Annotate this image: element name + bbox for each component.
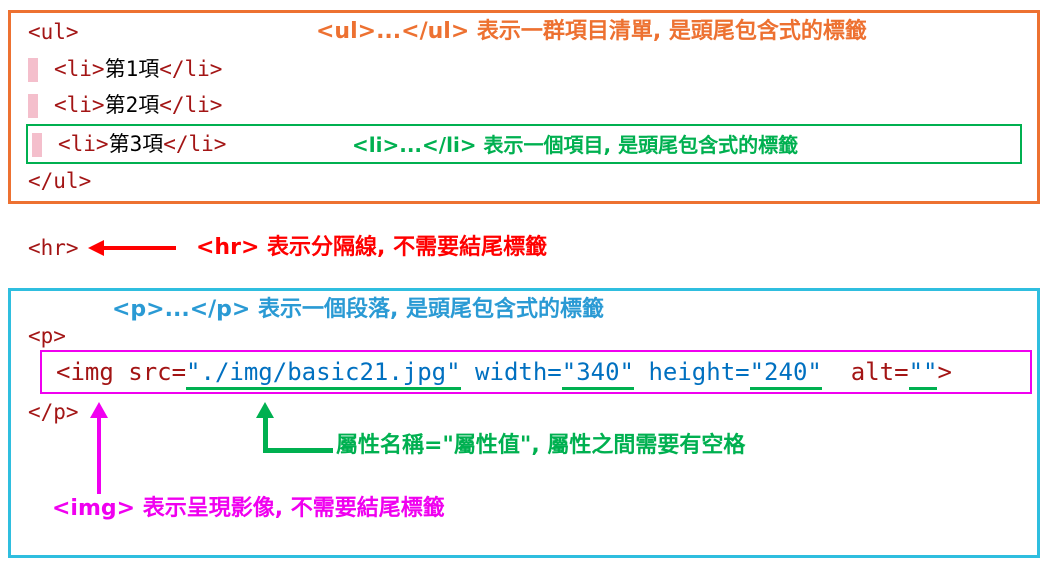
- ul-section-box: [8, 10, 1040, 204]
- p-annotation: <p>...</p> 表示一個段落, 是頭尾包含式的標籤: [112, 296, 604, 324]
- img-pointer-arrow: [90, 402, 108, 494]
- code-token: "": [908, 358, 938, 390]
- ul-annotation: <ul>...</ul> 表示一群項目清單, 是頭尾包含式的標籤: [316, 18, 867, 46]
- code-token: height=: [648, 358, 750, 386]
- code-line-img: <img src="./img/basic21.jpg" width="340"…: [56, 356, 952, 390]
- code-token: [461, 358, 475, 386]
- li-text: 第2項: [104, 93, 160, 117]
- code-token: width=: [475, 358, 562, 386]
- li-close-tag: </li>: [163, 132, 227, 156]
- code-token: [634, 358, 648, 386]
- hr-left-arrow-shaft: [102, 246, 176, 250]
- li-annotation-text: 表示一個項目, 是頭尾包含式的標籤: [476, 133, 799, 157]
- li-annotation-tag: <li>...</li>: [352, 133, 477, 157]
- li-open-tag: <li>: [58, 132, 109, 156]
- img-annotation-text: 表示呈現影像, 不需要結尾標籤: [135, 496, 445, 521]
- hr-annotation: <hr> 表示分隔線, 不需要結尾標籤: [196, 234, 547, 262]
- li-text: 第1項: [104, 57, 160, 81]
- code-line-li-1: <li>第1項</li>: [28, 55, 222, 83]
- li-text: 第3項: [108, 132, 164, 156]
- img-pointer-arrow-head-icon: [90, 402, 108, 418]
- img-highlight-box: [40, 350, 1032, 394]
- attr-pointer-arrow: [256, 402, 336, 453]
- ul-close-tag: </ul>: [28, 169, 92, 193]
- code-token: <img: [56, 358, 129, 386]
- ul-open-tag: <ul>: [28, 20, 79, 44]
- hr-left-arrow: [88, 240, 178, 256]
- indent-highlight: [28, 58, 38, 82]
- p-annotation-tag: <p>...</p>: [112, 297, 251, 322]
- code-line-hr: <hr>: [28, 234, 79, 262]
- img-annotation-tag: <img>: [52, 496, 136, 521]
- indent-highlight: [28, 94, 38, 118]
- code-line-li-3: <li>第3項</li>: [32, 130, 226, 158]
- li-open-tag: <li>: [54, 93, 105, 117]
- ul-annotation-text: 表示一群項目清單, 是頭尾包含式的標籤: [469, 19, 867, 44]
- attr-pointer-arrow-hshaft: [263, 448, 333, 453]
- attr-annotation: 屬性名稱="屬性值", 屬性之間需要有空格: [336, 433, 746, 458]
- code-token: "./img/basic21.jpg": [186, 358, 461, 390]
- code-line-ul-open: <ul>: [28, 18, 79, 46]
- p-annotation-text: 表示一個段落, 是頭尾包含式的標籤: [250, 297, 605, 322]
- attr-pointer-arrow-head-icon: [256, 402, 274, 418]
- code-token: "240": [749, 358, 822, 390]
- code-token: >: [937, 358, 952, 386]
- li-annotation: <li>...</li> 表示一個項目, 是頭尾包含式的標籤: [352, 131, 798, 159]
- attr-pointer-arrow-vshaft: [263, 417, 268, 453]
- indent-highlight: [32, 133, 42, 157]
- code-line-p-close: </p>: [28, 398, 79, 426]
- hr-left-arrow-head-icon: [88, 240, 104, 256]
- p-open-tag: <p>: [28, 324, 66, 348]
- hr-tag: <hr>: [28, 236, 79, 260]
- img-pointer-arrow-shaft: [97, 417, 101, 494]
- p-section-box: [8, 288, 1040, 558]
- code-line-ul-close: </ul>: [28, 167, 91, 195]
- code-line-p-open: <p>: [28, 322, 66, 350]
- img-annotation: <img> 表示呈現影像, 不需要結尾標籤: [52, 495, 445, 523]
- li-highlight-box: [26, 124, 1022, 164]
- li-close-tag: </li>: [159, 57, 223, 81]
- p-close-tag: </p>: [28, 400, 79, 424]
- code-line-li-2: <li>第2項</li>: [28, 91, 222, 119]
- hr-annotation-text: 表示分隔線, 不需要結尾標籤: [259, 235, 548, 260]
- code-token: "340": [561, 358, 634, 390]
- hr-annotation-tag: <hr>: [196, 235, 260, 260]
- li-close-tag: </li>: [159, 93, 223, 117]
- code-token: alt=: [850, 358, 909, 386]
- code-token: [822, 358, 851, 386]
- ul-annotation-tag: <ul>...</ul>: [316, 19, 470, 44]
- li-open-tag: <li>: [54, 57, 105, 81]
- code-token: src=: [128, 358, 187, 386]
